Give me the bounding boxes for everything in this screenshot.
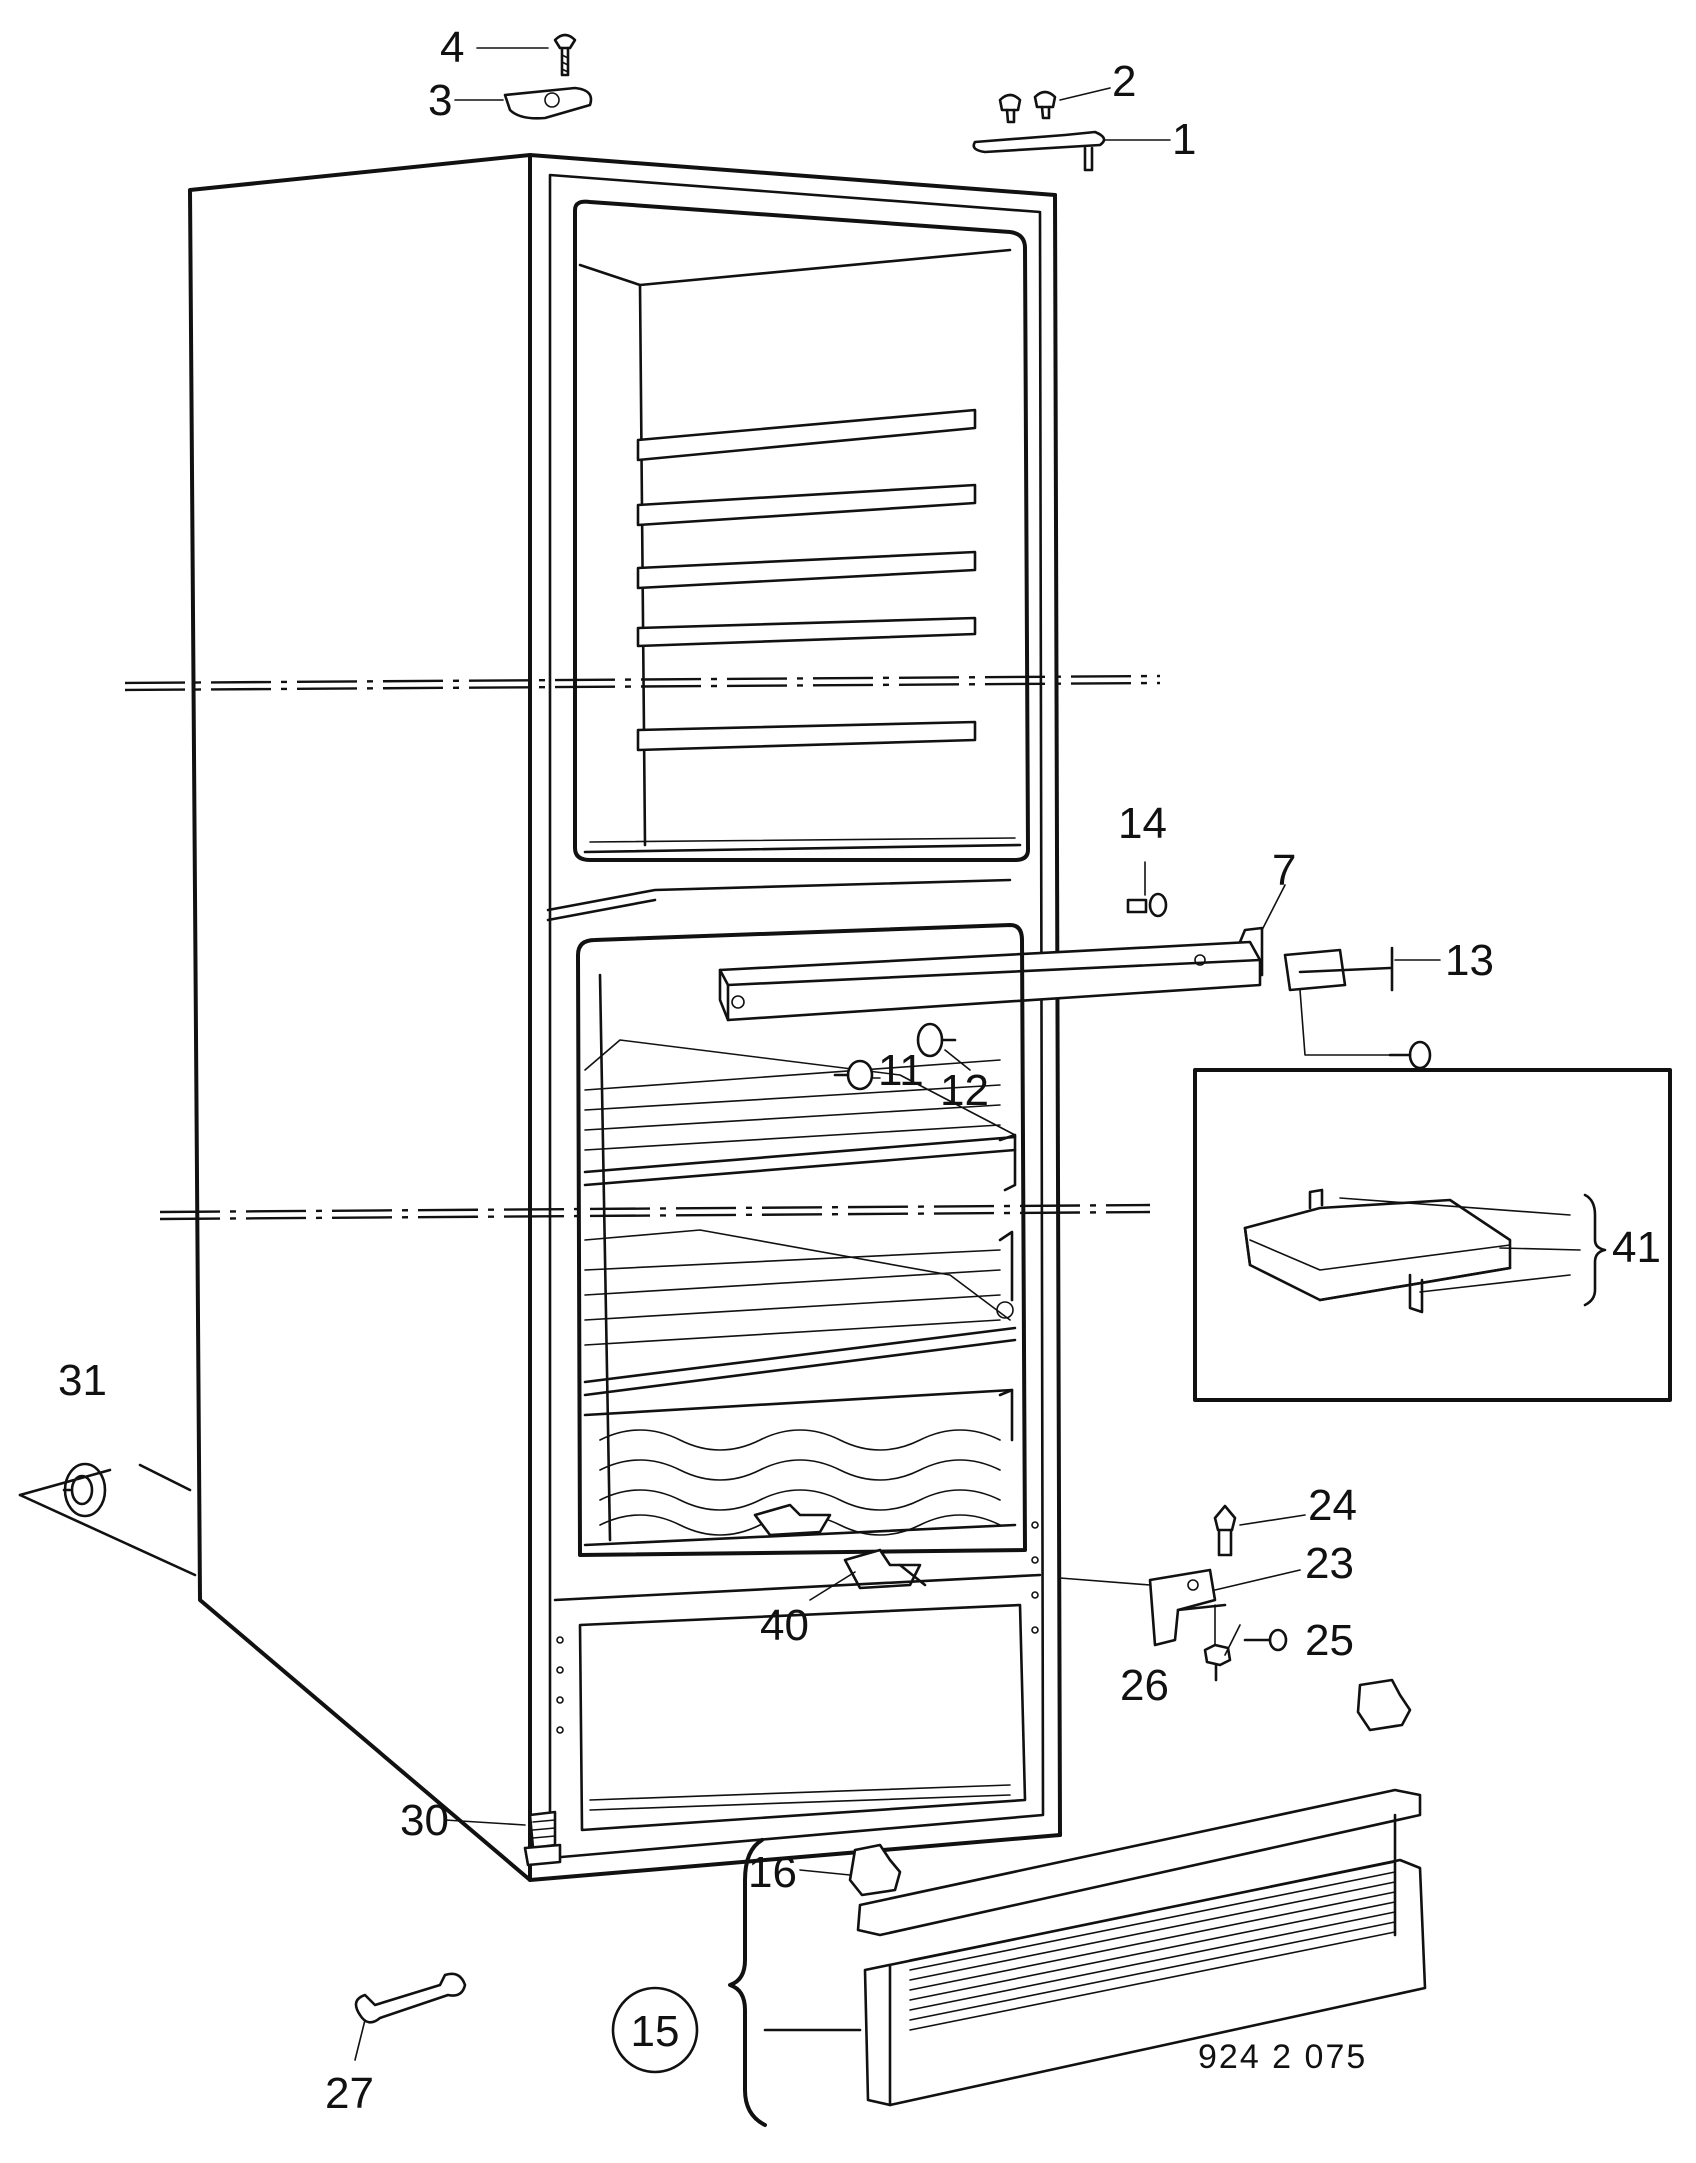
callout-12: 12	[940, 1066, 989, 1115]
leader-hinge-23	[1059, 1577, 1151, 1586]
callout-1: 1	[1172, 115, 1196, 164]
fridge-compartment	[553, 923, 1042, 1832]
leader-31-b	[18, 1463, 192, 1497]
screw-part-25	[1243, 1628, 1288, 1652]
screw-part-12	[916, 1022, 957, 1058]
callout-11: 11	[878, 1046, 924, 1095]
drawing-number: 924 2 075	[1198, 2038, 1367, 2076]
callout-16: 16	[748, 1848, 797, 1897]
callout-14: 14	[1118, 799, 1167, 848]
inset-panel-part-41	[1193, 1068, 1672, 1402]
callout-4: 4	[440, 23, 464, 72]
top-hinge-part-1	[972, 130, 1106, 172]
callout-23: 23	[1305, 1539, 1354, 1588]
wire-shelf-lower	[583, 1229, 1017, 1397]
clip-part-14	[1126, 892, 1168, 918]
leader-31-a	[18, 1493, 197, 1577]
bottom-hinge-part-23	[1148, 1568, 1227, 1647]
clip-upper-right	[1356, 1678, 1412, 1732]
callout-2: 2	[1112, 57, 1136, 106]
callout-24: 24	[1308, 1481, 1357, 1530]
callout-31: 31	[58, 1356, 107, 1405]
freezer-compartment	[573, 199, 1030, 862]
callout-41: 41	[1612, 1223, 1661, 1272]
screw-part-hinge	[1388, 1040, 1432, 1070]
pin-part-24	[1213, 1504, 1237, 1557]
hinge-pins-part-2	[998, 90, 1057, 124]
clip-part-16	[848, 1843, 902, 1897]
foot-part-31	[62, 1462, 107, 1518]
callout-3: 3	[428, 76, 452, 125]
callout-7: 7	[1272, 846, 1296, 895]
bushing-part-11	[833, 1059, 874, 1091]
cross-rail-part-7	[546, 878, 1394, 1056]
callout-15-circle: 15	[611, 1986, 699, 2074]
callout-15: 15	[631, 2007, 680, 2056]
adjustable-foot-part-30	[523, 1810, 562, 1867]
callout-13: 13	[1445, 936, 1494, 985]
callout-25: 25	[1305, 1616, 1354, 1665]
screw-part-4	[553, 33, 577, 77]
callout-27: 27	[325, 2069, 374, 2118]
leader-lines	[354, 47, 1441, 2061]
bracket-15	[728, 1838, 767, 2127]
callout-labels: 1 2 3 4 7 11 12 13 14 15 16 23 24 25 26 …	[58, 23, 1661, 2118]
callout-26: 26	[1120, 1661, 1169, 1710]
nut-part-26	[1203, 1604, 1232, 1682]
callout-40: 40	[760, 1601, 809, 1650]
shelf-rails	[636, 408, 977, 752]
wrench-part-27	[354, 1972, 467, 2024]
plinth-grille-part-15	[856, 1788, 1427, 2107]
cabinet-body	[188, 153, 1062, 1882]
top-hinge-plate-part-3	[503, 86, 593, 120]
callout-30: 30	[400, 1796, 449, 1845]
wire-shelf-upper	[583, 1039, 1017, 1192]
